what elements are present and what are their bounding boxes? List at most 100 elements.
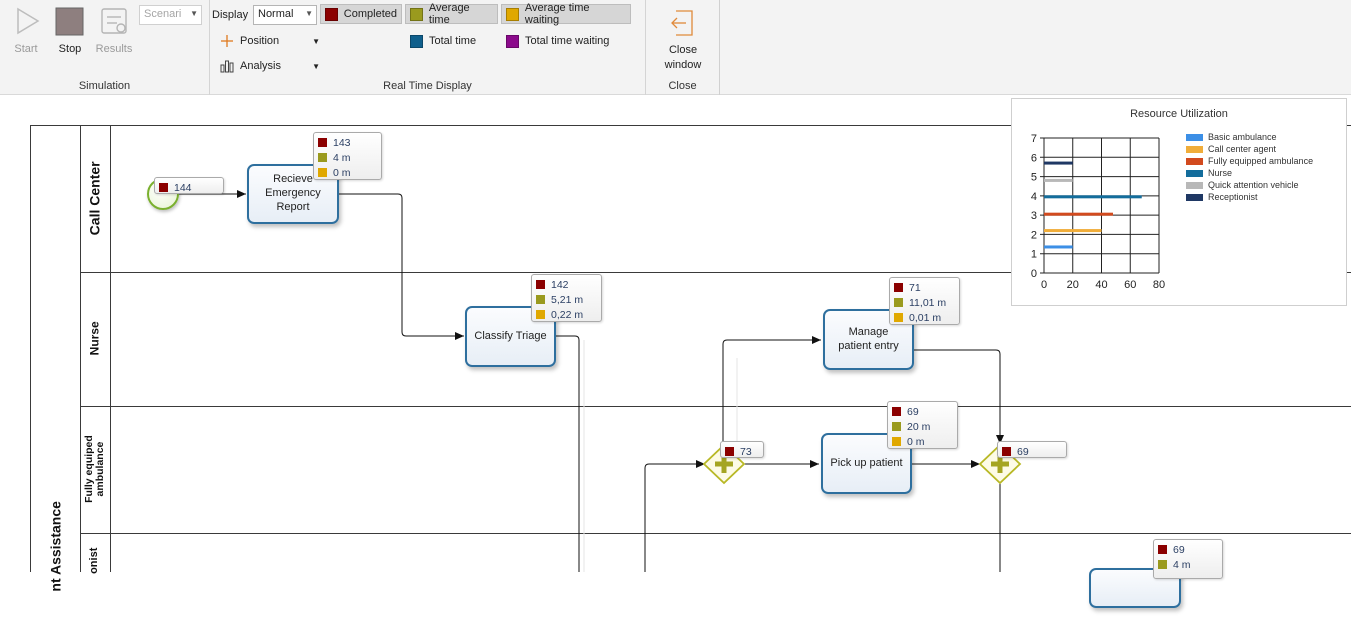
- completed-square-icon: [318, 138, 327, 147]
- chart-y-tick-label: 6: [1031, 152, 1037, 164]
- close-window-label: Close window: [664, 44, 702, 71]
- chart-bar: [1044, 245, 1073, 249]
- average-time-square-icon: [894, 298, 903, 307]
- completed-square-icon: [1002, 447, 1011, 456]
- close-window-button[interactable]: Close window: [652, 8, 714, 72]
- gateway-stats-join: 69: [997, 441, 1067, 458]
- close-group: Close window Close: [646, 0, 720, 95]
- chart-legend-item: Basic ambulance: [1186, 132, 1277, 142]
- chart-y-tick-label: 3: [1031, 210, 1037, 222]
- legend-label: Basic ambulance: [1208, 132, 1277, 142]
- stat-average-time: 11,01 m: [909, 296, 947, 309]
- stat-completed: 143: [333, 136, 351, 149]
- start-label: Start: [14, 43, 38, 55]
- process-diagram-canvas[interactable]: nt Assistance Call Center Nurse Fully eq…: [0, 96, 1351, 608]
- simulation-group-label: Simulation: [78, 80, 131, 92]
- legend-swatch-icon: [1186, 169, 1203, 177]
- completed-swatch-icon: [325, 7, 338, 21]
- average-time-waiting-swatch-icon: [506, 7, 519, 21]
- stat-completed: 69: [1017, 445, 1029, 458]
- total-time-toggle[interactable]: Total time: [406, 31, 498, 51]
- legend-label: Receptionist: [1208, 192, 1258, 202]
- results-icon: [101, 8, 127, 34]
- total-time-swatch-icon: [410, 34, 423, 48]
- average-wait-square-icon: [892, 437, 901, 446]
- lane-header-divider: [110, 125, 111, 572]
- task-stats-manage-patient-entry: 71 11,01 m 0,01 m: [889, 277, 960, 325]
- total-time-waiting-swatch-icon: [506, 34, 519, 48]
- real-time-display-group: Display Normal ▼ Position ▼ Analysis ▼ C…: [210, 0, 646, 95]
- stat-average-time: 4 m: [333, 151, 351, 164]
- completed-square-icon: [159, 183, 168, 192]
- average-time-label: Average time: [428, 2, 470, 26]
- flow-classify-down: [556, 335, 580, 572]
- legend-swatch-icon: [1186, 193, 1203, 201]
- average-time-square-icon: [536, 295, 545, 304]
- legend-label: Call center agent: [1208, 144, 1277, 154]
- total-time-label: Total time: [429, 35, 477, 47]
- display-select[interactable]: Normal ▼: [253, 5, 317, 25]
- scenario-placeholder: Scenari: [144, 8, 182, 20]
- scenario-select[interactable]: Scenari ▼: [139, 5, 202, 25]
- chart-y-tick-label: 7: [1031, 133, 1037, 145]
- stat-completed: 73: [740, 445, 752, 458]
- chart-bar: [1044, 178, 1073, 182]
- lane-separator: [80, 406, 1351, 407]
- chart-y-tick-label: 1: [1031, 249, 1037, 261]
- analysis-dropdown[interactable]: Analysis ▼: [216, 56, 322, 76]
- completed-square-icon: [892, 407, 901, 416]
- average-time-toggle[interactable]: Average time: [405, 2, 498, 26]
- position-dropdown[interactable]: Position ▼: [216, 31, 322, 51]
- chart-y-tick-label: 2: [1031, 229, 1037, 241]
- ribbon-toolbar: Start Stop Results Scenari ▼ Simulation …: [0, 0, 1351, 95]
- chart-legend-item: Receptionist: [1186, 192, 1258, 202]
- stat-average-time: 5,21 m: [551, 293, 584, 306]
- chart-legend-item: Nurse: [1186, 168, 1232, 178]
- chart-legend-item: Call center agent: [1186, 144, 1276, 154]
- results-label: Results: [95, 43, 133, 55]
- task-label: Pick up patient: [830, 456, 903, 469]
- gateway-stats-split: 73: [720, 441, 764, 458]
- completed-toggle[interactable]: Completed: [320, 4, 402, 24]
- position-label: Position: [240, 35, 280, 47]
- start-event-stats: 144: [154, 177, 224, 194]
- chart-bar: [1044, 229, 1102, 233]
- stat-average-wait: 0,01 m: [909, 311, 942, 324]
- flow-gateway-to-manage-entry: [722, 336, 821, 446]
- flow-manage-entry-to-join: [914, 349, 1004, 444]
- stop-icon: [55, 7, 84, 36]
- stop-button[interactable]: Stop: [48, 6, 92, 55]
- total-time-waiting-toggle[interactable]: Total time waiting: [502, 31, 632, 51]
- analysis-label: Analysis: [240, 60, 281, 72]
- stop-label: Stop: [58, 43, 82, 55]
- task-label: Recieve Emergency Report: [265, 173, 321, 213]
- legend-swatch-icon: [1186, 145, 1203, 153]
- task-label: Manage patient entry: [838, 325, 899, 352]
- completed-square-icon: [725, 447, 734, 456]
- chart-bar: [1044, 212, 1113, 216]
- chart-legend-item: Quick attention vehicle: [1186, 180, 1299, 190]
- sequence-flows: [179, 190, 1004, 572]
- average-time-waiting-toggle[interactable]: Average time waiting: [501, 2, 631, 26]
- stat-completed: 144: [174, 181, 192, 194]
- lane-separator: [80, 272, 1351, 273]
- chevron-down-icon: ▼: [190, 9, 198, 18]
- real-time-display-group-label: Real Time Display: [383, 80, 472, 92]
- close-group-label: Close: [668, 80, 697, 92]
- total-time-waiting-label: Total time waiting: [525, 35, 610, 47]
- legend-label: Quick attention vehicle: [1208, 180, 1299, 190]
- chart-y-tick-label: 5: [1031, 172, 1037, 184]
- results-button[interactable]: Results: [92, 6, 136, 55]
- task-label: Classify Triage: [474, 329, 547, 342]
- average-time-swatch-icon: [410, 7, 423, 21]
- chart-x-tick-label: 80: [1153, 279, 1165, 291]
- legend-label: Nurse: [1208, 168, 1233, 178]
- legend-label: Fully equipped ambulance: [1208, 156, 1314, 166]
- task-manage-patient-entry[interactable]: Manage patient entry: [823, 309, 914, 370]
- start-button[interactable]: Start: [4, 6, 48, 55]
- completed-square-icon: [894, 283, 903, 292]
- average-time-square-icon: [892, 422, 901, 431]
- task-stats-classify-triage: 142 5,21 m 0,22 m: [531, 274, 602, 322]
- chart-x-tick-label: 20: [1067, 279, 1079, 291]
